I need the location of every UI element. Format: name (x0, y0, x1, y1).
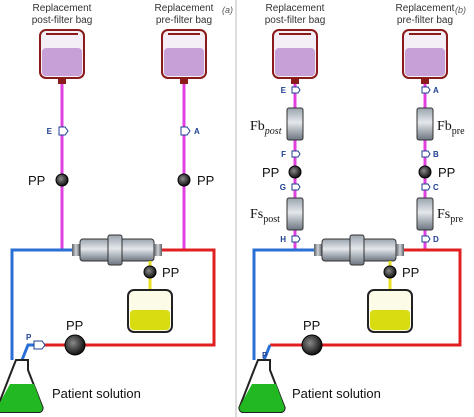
post-replacement-pump-icon (55, 173, 69, 187)
b-connector-e-label: E (281, 86, 287, 95)
connector-a-icon (180, 126, 191, 136)
b-effluent-pump-icon (383, 265, 397, 279)
blood-pump-icon (64, 334, 86, 356)
b-connector-p-label: P (262, 351, 268, 360)
fb-pre-label: Fbpre (437, 119, 465, 137)
connector-p-icon (33, 340, 46, 350)
effluent-pump-icon (143, 265, 157, 279)
b-connector-c-label: C (433, 183, 439, 192)
panel-b-letter: (b) (455, 5, 466, 15)
post-filter-bag-label-line2: post-filter bag (32, 15, 93, 26)
connector-p-label: P (26, 333, 32, 342)
connector-a-icon (421, 86, 431, 94)
post-filter-bag (39, 29, 85, 84)
b-connector-f-label: F (281, 150, 286, 159)
fs-pre-filter (416, 197, 434, 231)
pre-replacement-pump-icon (177, 173, 191, 187)
fs-post-label: Fspost (250, 207, 280, 225)
connector-g-icon (291, 183, 301, 191)
b-effluent-pump-label: PP (402, 265, 419, 280)
b-pre-filter-bag-label-line2: pre-filter bag (397, 15, 453, 26)
blood-pump-label: PP (66, 318, 83, 333)
b-patient-solution-label: Patient solution (292, 386, 381, 401)
b-patient-flask-icon (238, 359, 286, 414)
connector-f-icon (291, 150, 301, 158)
b-filter-cartridge (314, 234, 404, 266)
b-pre-filter-bag (402, 29, 448, 84)
connector-h-icon (291, 235, 301, 243)
filter-cartridge (72, 234, 162, 266)
b-effluent-bag (367, 289, 413, 333)
connector-e-icon (291, 86, 301, 94)
b-pre-replacement-pump-label: PP (438, 165, 455, 180)
b-post-filter-bag (272, 29, 318, 84)
connector-b-icon (421, 150, 431, 158)
pre-filter-bag-label-line2: pre-filter bag (156, 15, 212, 26)
b-post-filter-bag-label-line1: Replacement (266, 3, 325, 14)
b-post-filter-bag-label-line2: post-filter bag (265, 15, 326, 26)
patient-solution-label: Patient solution (52, 386, 141, 401)
fs-pre-label: Fspre (437, 207, 464, 225)
effluent-bag (127, 289, 173, 333)
connector-d-icon (421, 235, 431, 243)
b-blood-pump-label: PP (303, 318, 320, 333)
panel-a-letter: (a) (222, 5, 233, 15)
panel-a: (a) Replacement post-filter bag Replacem… (0, 3, 233, 414)
arterial-line (10, 248, 72, 360)
b-connector-g-label: G (280, 183, 286, 192)
pre-filter-bag-label-line1: Replacement (155, 3, 214, 14)
panel-b: (b) Replacement post-filter bag Replacem… (238, 3, 466, 414)
b-connector-a-label: A (433, 86, 439, 95)
connector-e-label: E (47, 127, 53, 136)
fs-post-filter (286, 197, 304, 231)
fb-pre-filter (416, 107, 434, 141)
patient-flask-icon (0, 359, 44, 414)
b-arterial-line (252, 248, 314, 360)
connector-e-icon (58, 126, 69, 136)
b-blood-pump-icon (301, 334, 323, 356)
b-pre-replacement-pump-icon (418, 165, 432, 179)
b-post-replacement-pump-icon (288, 165, 302, 179)
b-patient-line (262, 344, 272, 361)
post-filter-bag-label-line1: Replacement (33, 3, 92, 14)
b-venous-line (322, 248, 462, 347)
pre-replacement-pump-label: PP (197, 173, 214, 188)
post-replacement-pump-label: PP (28, 173, 45, 188)
b-connector-h-label: H (280, 235, 286, 244)
effluent-pump-label: PP (162, 265, 179, 280)
fb-post-label: Fbpost (250, 119, 282, 137)
b-connector-d-label: D (433, 235, 439, 244)
pre-filter-bag (161, 29, 207, 84)
b-connector-b-label: B (433, 150, 439, 159)
fb-post-filter (286, 107, 304, 141)
connector-a-label: A (194, 127, 200, 136)
b-pre-filter-bag-label-line1: Replacement (396, 3, 455, 14)
connector-c-icon (421, 183, 431, 191)
b-post-replacement-pump-label: PP (262, 165, 279, 180)
venous-line (85, 248, 216, 347)
